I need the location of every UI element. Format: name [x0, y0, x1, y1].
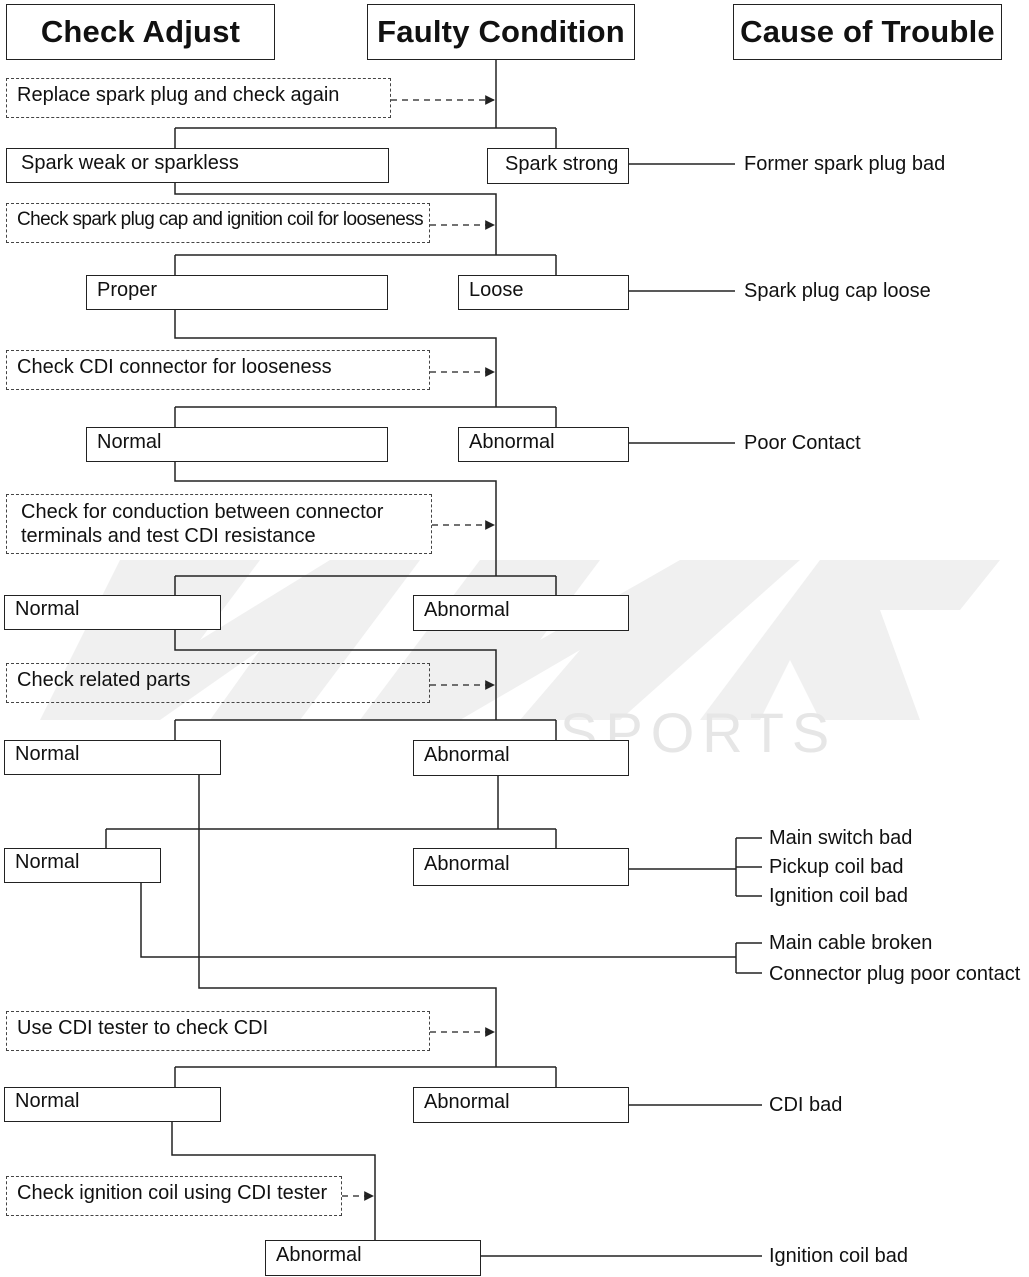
check-step-6-text: Use CDI tester to check CDI: [17, 1017, 269, 1039]
condition-loose-label: Loose: [469, 279, 524, 301]
condition-normal-7: Normal: [4, 1087, 221, 1122]
cause-connector-plug-poor-contact: Connector plug poor contact: [769, 963, 1021, 985]
condition-abnormal-6-label: Abnormal: [424, 853, 510, 875]
condition-abnormal-3: Abnormal: [458, 427, 629, 462]
condition-spark-strong: Spark strong: [487, 148, 629, 184]
header-cause-of-trouble-label: Cause of Trouble: [740, 14, 995, 49]
connector-line: [174, 461, 497, 576]
condition-abnormal-5-label: Abnormal: [424, 744, 510, 766]
check-step-7: Check ignition coil using CDI tester: [6, 1176, 342, 1216]
header-faulty-condition-label: Faulty Condition: [377, 14, 625, 49]
check-step-5: Check related parts: [6, 663, 430, 703]
condition-normal-6-label: Normal: [15, 851, 80, 873]
header-check-adjust-label: Check Adjust: [40, 14, 241, 49]
check-step-3-text: Check CDI connector for looseness: [17, 356, 332, 378]
condition-normal-6: Normal: [4, 848, 161, 883]
connector-line: [140, 882, 736, 958]
condition-proper: Proper: [86, 275, 388, 310]
condition-normal-5: Normal: [4, 740, 221, 775]
connector-line: [171, 1121, 376, 1240]
condition-spark-weak: Spark weak or sparkless: [6, 148, 389, 183]
cause-ignition-coil-bad-2: Ignition coil bad: [769, 1245, 908, 1267]
condition-abnormal-5: Abnormal: [413, 740, 629, 776]
condition-normal-7-label: Normal: [15, 1090, 80, 1112]
condition-loose: Loose: [458, 275, 629, 310]
header-check-adjust: Check Adjust: [6, 4, 275, 60]
check-step-7-text: Check ignition coil using CDI tester: [17, 1182, 328, 1204]
connector-line: [174, 309, 497, 407]
check-step-1: Replace spark plug and check again: [6, 78, 391, 118]
check-step-4-line1: Check for conduction between connector: [21, 501, 384, 523]
header-faulty-condition: Faulty Condition: [367, 4, 635, 60]
cause-spark-plug-cap-loose: Spark plug cap loose: [744, 280, 931, 302]
condition-abnormal-8-label: Abnormal: [276, 1244, 362, 1266]
condition-abnormal-7-label: Abnormal: [424, 1091, 510, 1113]
cause-main-switch-bad: Main switch bad: [769, 827, 913, 849]
check-step-4: Check for conduction between connector t…: [6, 494, 432, 554]
cause-poor-contact: Poor Contact: [744, 432, 861, 454]
condition-proper-label: Proper: [97, 279, 158, 301]
check-step-3: Check CDI connector for looseness: [6, 350, 430, 390]
cause-main-cable-broken: Main cable broken: [769, 932, 933, 954]
check-step-2: Check spark plug cap and ignition coil f…: [6, 203, 430, 243]
condition-spark-strong-label: Spark strong: [505, 153, 619, 175]
condition-spark-weak-label: Spark weak or sparkless: [21, 152, 239, 174]
connector-line: [198, 774, 497, 1067]
check-step-6: Use CDI tester to check CDI: [6, 1011, 430, 1051]
connector-line: [174, 629, 497, 720]
cause-former-spark-plug-bad: Former spark plug bad: [744, 153, 946, 175]
header-cause-of-trouble: Cause of Trouble: [733, 4, 1002, 60]
condition-abnormal-8: Abnormal: [265, 1240, 481, 1276]
cause-ignition-coil-bad-1: Ignition coil bad: [769, 885, 908, 907]
check-step-1-text: Replace spark plug and check again: [17, 84, 340, 106]
condition-abnormal-4: Abnormal: [413, 595, 629, 631]
condition-normal-4: Normal: [4, 595, 221, 630]
condition-abnormal-3-label: Abnormal: [469, 431, 555, 453]
check-step-5-text: Check related parts: [17, 669, 191, 691]
condition-normal-3-label: Normal: [97, 431, 162, 453]
check-step-2-text: Check spark plug cap and ignition coil f…: [17, 209, 424, 230]
condition-normal-4-label: Normal: [15, 598, 80, 620]
cause-pickup-coil-bad: Pickup coil bad: [769, 856, 904, 878]
connector-line: [174, 182, 497, 255]
condition-normal-3: Normal: [86, 427, 388, 462]
condition-abnormal-7: Abnormal: [413, 1087, 629, 1123]
cause-cdi-bad: CDI bad: [769, 1094, 843, 1116]
check-step-4-line2: terminals and test CDI resistance: [21, 525, 316, 547]
condition-abnormal-4-label: Abnormal: [424, 599, 510, 621]
condition-abnormal-6: Abnormal: [413, 848, 629, 886]
condition-normal-5-label: Normal: [15, 743, 80, 765]
